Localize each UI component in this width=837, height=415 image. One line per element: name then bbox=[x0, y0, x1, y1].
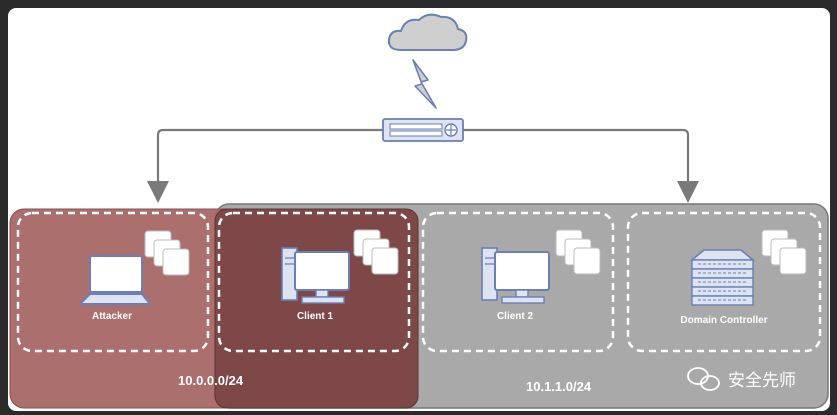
laptop-icon bbox=[79, 255, 151, 305]
client1-label: Client 1 bbox=[297, 311, 334, 322]
windows-stack-icon bbox=[353, 229, 399, 275]
router-icon bbox=[382, 118, 464, 142]
node-box-client1 bbox=[217, 211, 411, 353]
network-label-10-1-1-0: 10.1.1.0/24 bbox=[526, 379, 592, 394]
windows-stack-icon bbox=[144, 230, 190, 276]
diagram-canvas: Attacker Client 1 Client 2 Domain Contro… bbox=[8, 8, 830, 411]
network-label-10-0-0-0: 10.0.0.0/24 bbox=[178, 373, 244, 388]
wechat-icon bbox=[687, 367, 720, 391]
lightning-icon bbox=[412, 59, 437, 109]
desktop-icon bbox=[481, 247, 550, 304]
node-box-dc bbox=[626, 211, 822, 353]
node-box-attacker bbox=[16, 211, 210, 353]
cloud-icon bbox=[387, 13, 468, 51]
attacker-label: Attacker bbox=[92, 311, 132, 322]
watermark-text: 安全先师 bbox=[728, 371, 796, 391]
windows-stack-icon bbox=[761, 229, 807, 275]
client2-label: Client 2 bbox=[497, 311, 534, 322]
server-rack-icon bbox=[689, 249, 756, 306]
windows-stack-icon bbox=[555, 229, 601, 275]
desktop-icon bbox=[281, 247, 350, 304]
domain-controller-label: Domain Controller bbox=[680, 315, 767, 326]
connection-lines bbox=[147, 128, 699, 203]
node-box-client2 bbox=[421, 211, 615, 353]
